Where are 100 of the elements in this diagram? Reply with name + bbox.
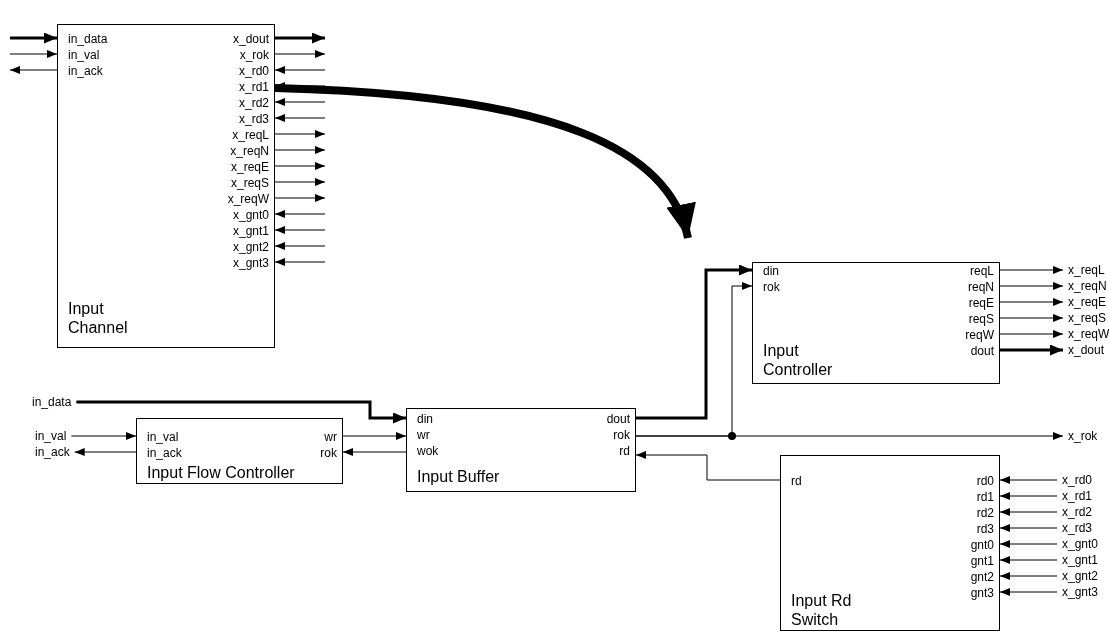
signal-label: x_reqL [1068,263,1105,277]
port-label: rd2 [976,506,994,520]
port-label: x_reqN [230,144,269,158]
port-label: rd3 [976,522,994,536]
signal-label: x_rok [1068,429,1098,443]
block-box [406,408,636,492]
signal-arrow [999,540,1058,548]
signal-arrow [274,178,326,186]
port-label: rd0 [976,474,994,488]
port-label: x_dout [232,32,269,46]
port-label: in_data [68,32,108,46]
signal-arrow [274,242,326,250]
port-label: rok [613,428,630,442]
signal-arrow [999,266,1064,274]
port-label: x_rok [239,48,269,62]
signal-arrow [999,524,1058,532]
signal-label: x_reqN [1068,279,1107,293]
port-label: reqE [968,296,994,310]
signal-label: x_reqE [1068,295,1107,309]
signal-label: x_gnt3 [1062,585,1099,599]
port-label: din [417,412,433,426]
signal-arrow [70,432,137,440]
block-title: Input Flow Controller [147,463,296,482]
port-label: x_reqE [230,160,269,174]
port-label: x_rd2 [238,96,269,110]
signal-label: x_rd3 [1062,521,1093,535]
signal-arrow [1000,344,1063,356]
signal-arrow [999,556,1058,564]
signal-arrow [74,448,137,456]
signal-arrow [274,66,326,74]
signal-arrow [274,146,326,154]
port-label: rd [791,474,802,488]
port-label: dout [970,344,994,358]
port-label: rd1 [976,490,994,504]
port-label: in_val [68,48,100,62]
signal-label: x_gnt2 [1062,569,1099,583]
port-label: reqS [968,312,994,326]
signal-arrow [636,264,752,420]
block-title: Input Channel [68,299,129,337]
signal-arrow [76,400,406,424]
signal-arrow [275,32,325,44]
signal-arrow [274,114,326,122]
port-label: rok [763,280,780,294]
signal-label: in_val [35,429,67,443]
signal-label: x_gnt1 [1062,553,1099,567]
port-label: x_reqL [232,128,269,142]
port-label: x_rd0 [238,64,269,78]
signal-label: x_gnt0 [1062,537,1099,551]
port-label: x_reqW [227,192,269,206]
signal-label: x_rd1 [1062,489,1093,503]
port-label: dout [606,412,630,426]
signal-arrow [999,282,1064,290]
port-label: x_gnt3 [232,256,269,270]
signal-arrow [274,98,326,106]
signal-arrow [9,66,58,74]
port-label: din [763,264,779,278]
signal-arrow [999,298,1064,306]
port-label: rd [619,444,630,458]
block-title: Input Controller [763,341,834,379]
block-title: Input Rd Switch [791,591,853,629]
port-label: x_gnt2 [232,240,269,254]
signal-arrow [999,330,1064,338]
signal-arrow [9,50,58,58]
port-label: gnt1 [970,554,994,568]
signal-arrow [342,432,407,440]
port-label: gnt3 [970,586,994,600]
signal-arrow [999,476,1058,484]
signal-arrow [635,451,781,481]
signal-label: x_reqS [1068,311,1107,325]
port-label: rok [320,446,337,460]
signal-arrow [999,492,1058,500]
port-label: wr [417,428,430,442]
block-box [752,262,1000,384]
signal-arrow [274,210,326,218]
port-label: in_ack [68,64,103,78]
signal-arrow [274,258,326,266]
signal-arrow [635,432,1064,440]
signal-label: x_rd2 [1062,505,1093,519]
port-label: reqW [965,328,994,342]
curved-arrow [274,84,693,240]
port-label: wr [324,430,337,444]
signal-arrow [274,162,326,170]
port-label: gnt0 [970,538,994,552]
block-title: Input Buffer [417,467,501,486]
port-label: x_rd3 [238,112,269,126]
signal-arrow [274,50,326,58]
signal-label: x_reqW [1068,327,1109,341]
port-label: x_gnt1 [232,224,269,238]
signal-arrow [342,448,407,456]
port-label: reqN [968,280,994,294]
signal-arrow [274,194,326,202]
signal-arrow [274,226,326,234]
port-label: reqL [969,264,994,278]
port-label: in_val [147,430,179,444]
port-label: in_ack [147,446,182,460]
port-label: x_reqS [230,176,269,190]
port-label: gnt2 [970,570,994,584]
signal-arrow [999,314,1064,322]
block-box [136,418,343,484]
signal-arrow [274,130,326,138]
